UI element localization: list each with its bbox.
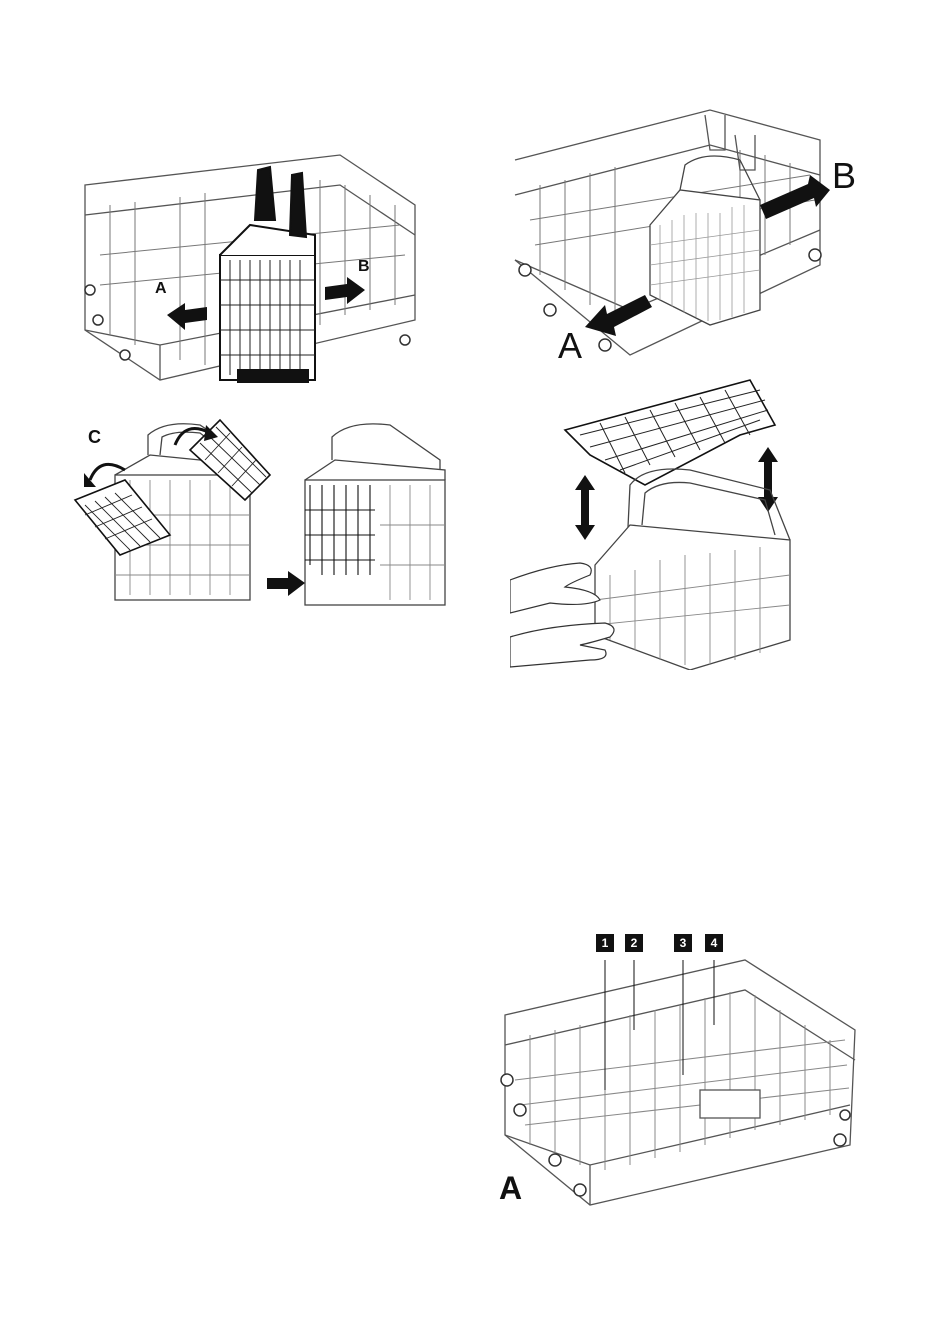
callout-2: 2 <box>625 934 643 952</box>
arrow-up-down-icon <box>575 475 595 540</box>
label-a: A <box>155 280 167 298</box>
label-b: B <box>832 155 856 197</box>
cutlery-basket <box>650 156 760 325</box>
rack-illustration <box>70 145 430 395</box>
callout-3: 3 <box>674 934 692 952</box>
rack-parts-illustration <box>495 930 870 1210</box>
figure-basket-lid-lift <box>510 375 840 670</box>
cutlery-basket <box>220 167 315 382</box>
figure-rack-parts: 1 2 3 4 A <box>495 930 870 1210</box>
callout-1: 1 <box>596 934 614 952</box>
arrow-right-icon <box>267 571 305 596</box>
label-b: B <box>358 258 370 276</box>
callout-4: 4 <box>705 934 723 952</box>
basket-lid-illustration <box>70 415 450 625</box>
arrow-left-icon <box>585 295 652 336</box>
basket-lid-lift-illustration <box>510 375 840 670</box>
label-a: A <box>558 325 582 367</box>
arrow-left-icon <box>167 303 207 330</box>
figure-rack-basket-slide: A B <box>70 145 430 395</box>
figure-upper-rack-basket: A B <box>510 95 880 370</box>
label-c: C <box>88 427 101 448</box>
figure-basket-lids: C <box>70 415 450 625</box>
label-a: A <box>499 1170 522 1207</box>
